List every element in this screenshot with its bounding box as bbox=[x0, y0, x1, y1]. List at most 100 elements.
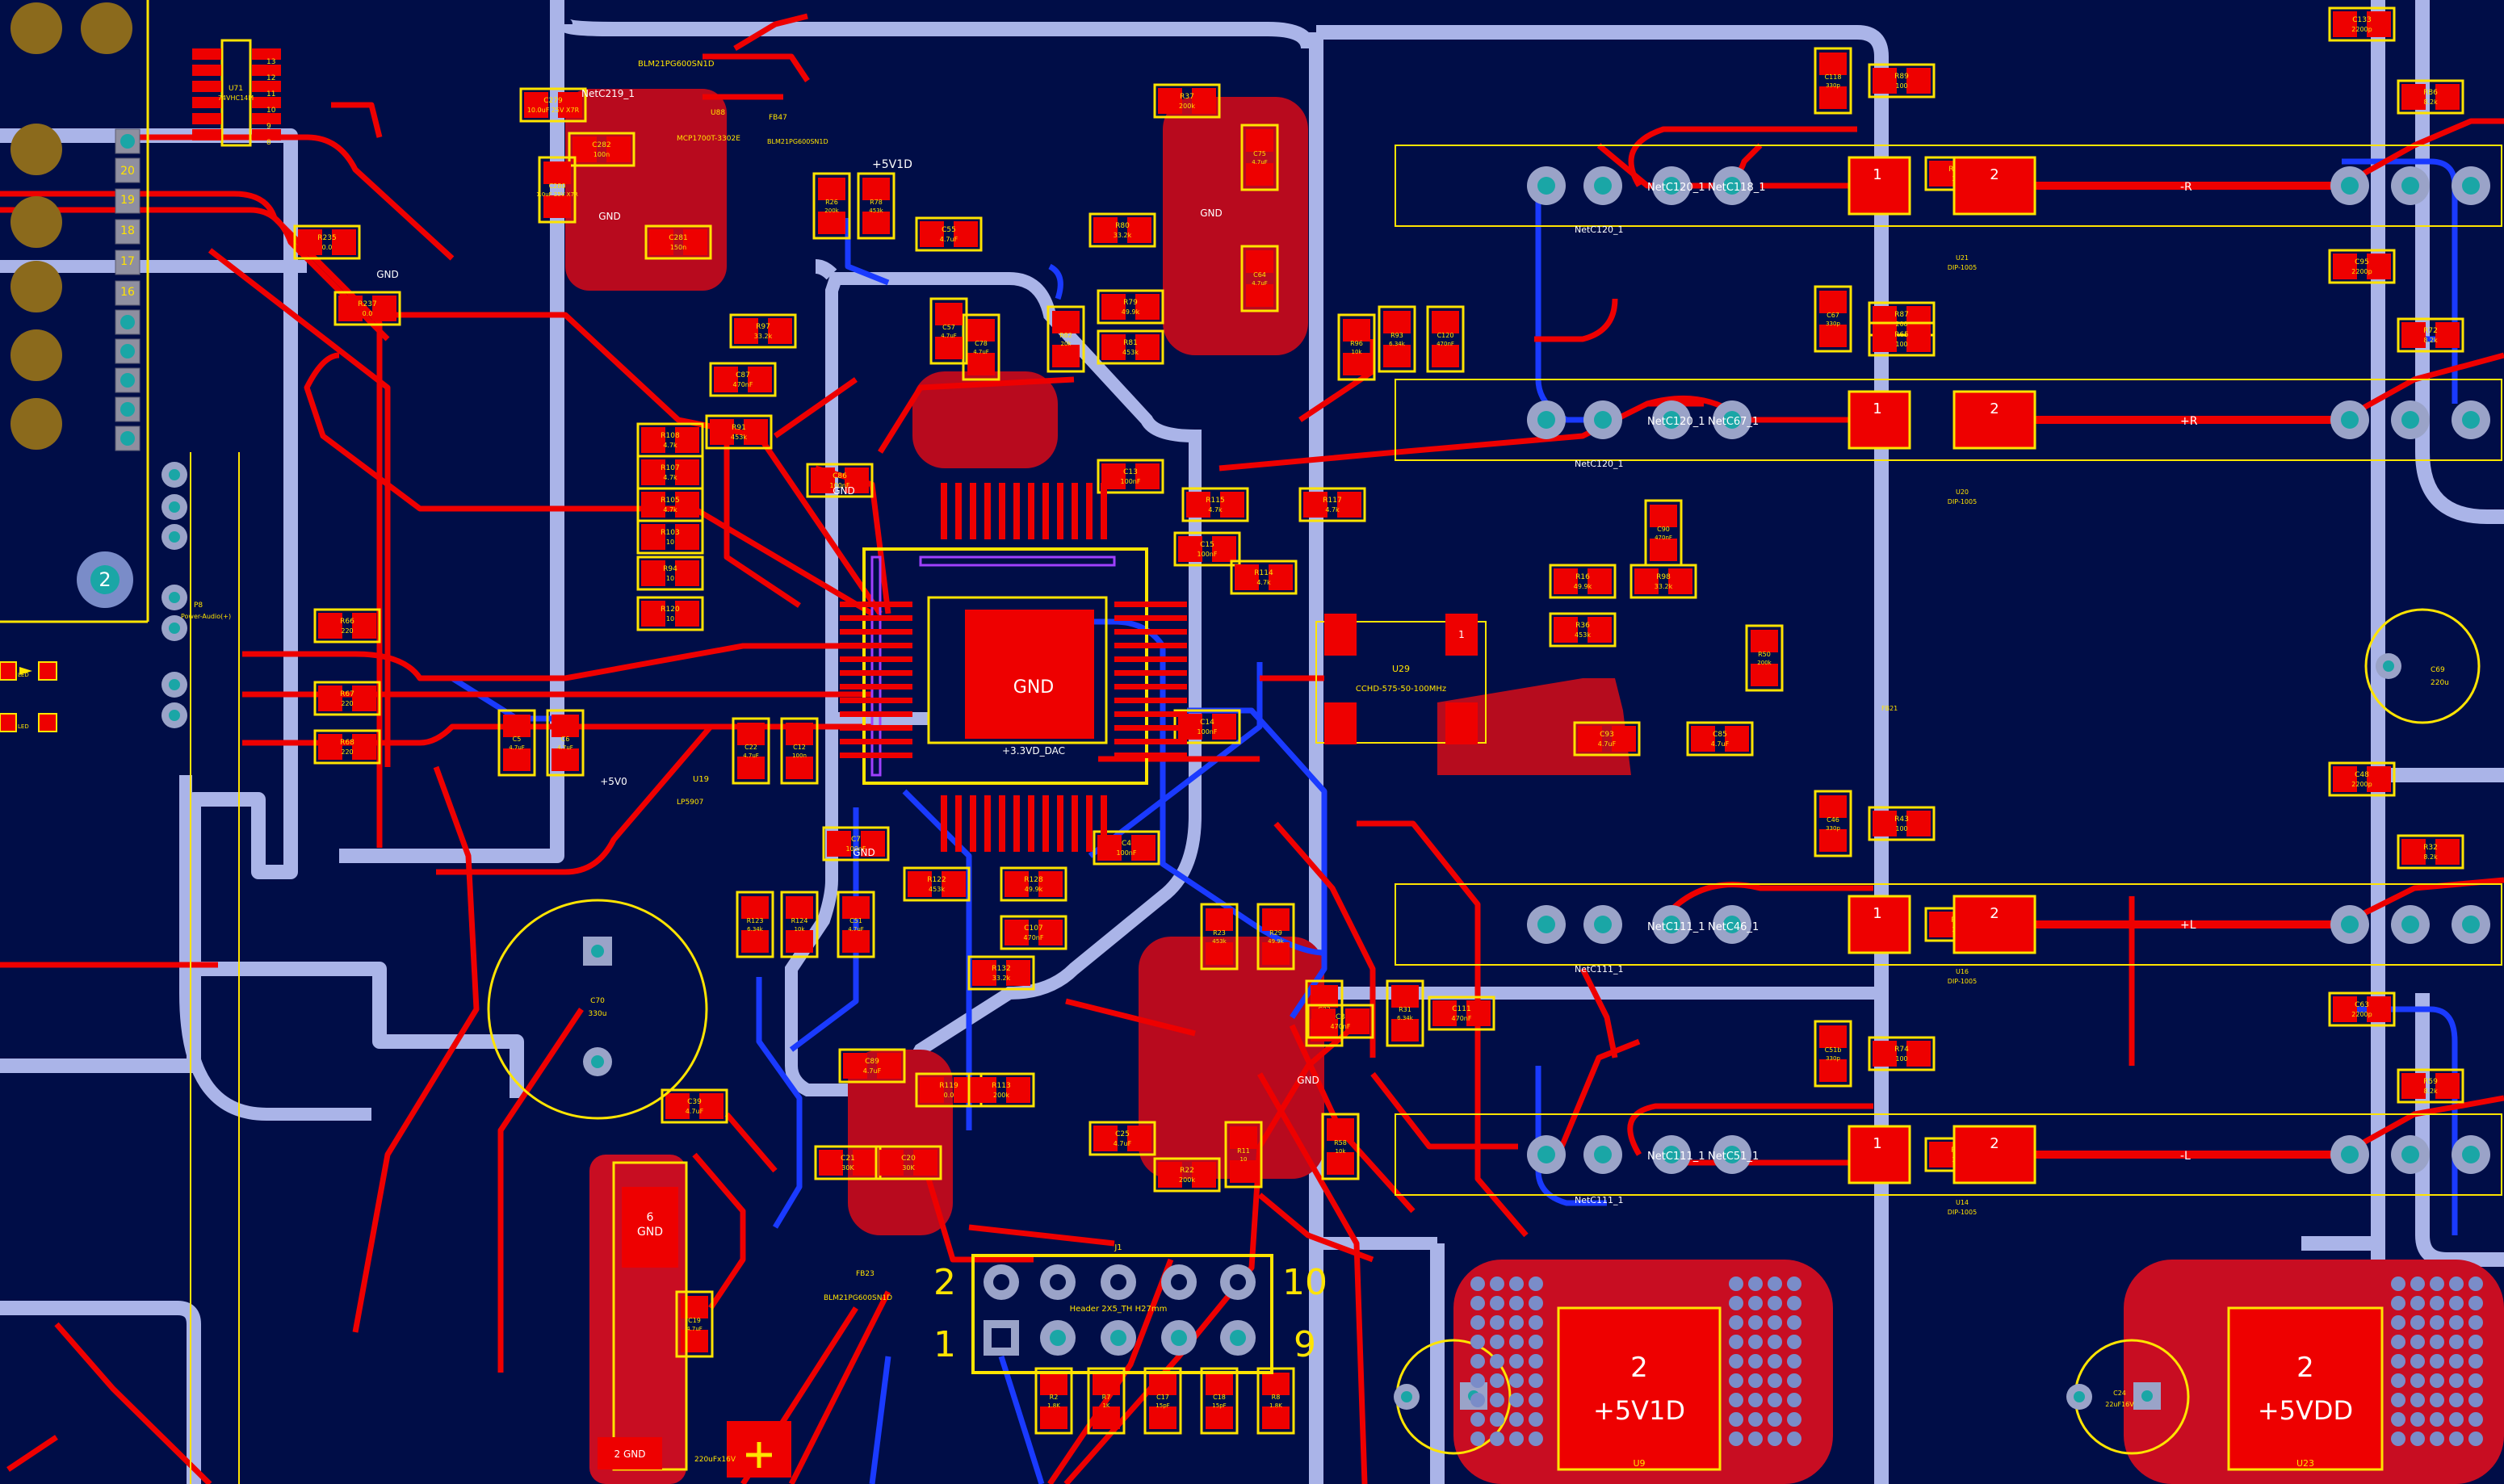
main-dac-ic bbox=[862, 547, 1148, 785]
smd-value: 4.7uF bbox=[686, 1108, 704, 1115]
thermal-via bbox=[1509, 1335, 1524, 1349]
thermal-via bbox=[1787, 1276, 1801, 1291]
smd-value: 4.7uF bbox=[509, 744, 525, 751]
thermal-via bbox=[1729, 1412, 1743, 1427]
smd-ref: R103 bbox=[661, 529, 679, 537]
smd-value: 20k bbox=[1061, 341, 1072, 347]
smd-ref: R122 bbox=[927, 876, 946, 884]
c70-value: 330u bbox=[589, 1010, 607, 1018]
smd-value: 100 bbox=[1895, 82, 1907, 90]
j1-pin-2-label: 2 bbox=[933, 1262, 956, 1303]
right-side-caps bbox=[487, 608, 2481, 1455]
thermal-via bbox=[2468, 1432, 2483, 1446]
thermal-via bbox=[2468, 1373, 2483, 1388]
smd-value: 10 bbox=[666, 539, 674, 546]
smd-value: 1.8K bbox=[1047, 1402, 1060, 1409]
smd-value: 453k bbox=[731, 434, 747, 441]
smd-ref: R82 bbox=[1059, 332, 1072, 339]
c69-designator: C69 bbox=[2431, 666, 2445, 674]
smd-value: 4.7uF bbox=[973, 349, 989, 355]
smd-value: 10 bbox=[1240, 1156, 1248, 1163]
smd-ref: R74 bbox=[1894, 1046, 1909, 1054]
p8-header-pins bbox=[161, 452, 240, 1484]
c24-designator: C24 bbox=[2113, 1390, 2126, 1397]
smd-value: 100nF bbox=[1197, 728, 1218, 736]
smd-value: 4.7k bbox=[1256, 579, 1271, 586]
smd-ref: C48 bbox=[2355, 771, 2369, 779]
smd-ref: C95 bbox=[2355, 258, 2369, 266]
thermal-via bbox=[1768, 1432, 1782, 1446]
pad-gnd-d: GND bbox=[833, 485, 855, 497]
qfn-pin-bottom bbox=[941, 795, 947, 852]
fb-top-part: BLM21PG600SN1D bbox=[638, 60, 715, 69]
smd-ref: C51b bbox=[1825, 1046, 1842, 1054]
smd-ref: R89 bbox=[1894, 73, 1909, 81]
smd-ref: C7 bbox=[851, 836, 861, 844]
smd-value: 10k bbox=[795, 926, 806, 933]
smd-value: 33.2k bbox=[754, 333, 773, 340]
smd-c6: C64.7uF bbox=[546, 709, 585, 777]
smd-ref: R115 bbox=[1206, 497, 1224, 505]
smd-ref: R36 bbox=[1575, 622, 1590, 630]
smd-value: 1K bbox=[1102, 1402, 1109, 1409]
thermal-via bbox=[1748, 1335, 1763, 1349]
j1-pin-1-label: 1 bbox=[933, 1324, 956, 1365]
opamp-pin-2: 2 bbox=[1990, 166, 1999, 183]
smd-value: 4.7k bbox=[663, 506, 677, 514]
thermal-via bbox=[1490, 1315, 1504, 1330]
smd-value: 453k bbox=[869, 208, 883, 214]
smd-ref: C279 bbox=[543, 97, 563, 105]
thermal-via bbox=[2410, 1432, 2425, 1446]
c69-value: 220u bbox=[2431, 679, 2449, 687]
smd-ref: C4 bbox=[1122, 840, 1131, 848]
thermal-via bbox=[2449, 1296, 2464, 1310]
smd-ref: C133 bbox=[2352, 16, 2371, 24]
smd-value: 150n bbox=[670, 244, 686, 251]
smd-value: 1.8K bbox=[1269, 1402, 1282, 1409]
net-label-c67: NetC67_1 bbox=[1708, 416, 1759, 428]
smd-value: 4.7k bbox=[1208, 506, 1223, 514]
smd-value: 330p bbox=[1826, 1055, 1840, 1062]
smd-ref: C78 bbox=[975, 340, 988, 347]
u21-designator: U21 bbox=[1956, 254, 1969, 262]
smd-ref: C3 bbox=[1336, 1013, 1345, 1021]
thermal-via bbox=[1768, 1354, 1782, 1369]
thermal-via bbox=[1529, 1412, 1543, 1427]
j1-part: Header 2X5_TH H27mm bbox=[1070, 1305, 1168, 1314]
u20-package: DIP-1005 bbox=[1948, 498, 1977, 505]
thermal-via bbox=[1470, 1354, 1485, 1369]
opamp-pin-2: 2 bbox=[1990, 905, 1999, 922]
thermal-via bbox=[2430, 1373, 2444, 1388]
smd-ref: R114 bbox=[1254, 569, 1273, 577]
smd-ref: C6 bbox=[561, 736, 570, 743]
thermal-via bbox=[2391, 1432, 2405, 1446]
smd-ref: C46 bbox=[1827, 816, 1839, 824]
smd-ref: R94 bbox=[663, 565, 677, 573]
u23-tab-number: 2 bbox=[2296, 1352, 2314, 1384]
smd-c5: C54.7uF bbox=[497, 709, 536, 777]
u88-part: MCP1700T-3302E bbox=[677, 135, 740, 143]
smd-ref: C18 bbox=[1213, 1394, 1226, 1401]
smd-r8: R81.8K bbox=[1256, 1367, 1295, 1435]
thermal-via bbox=[2410, 1315, 2425, 1330]
smd-value: 2200p bbox=[2351, 1011, 2372, 1018]
u9-tab-number: 2 bbox=[1630, 1352, 1648, 1384]
qfn-pin-left bbox=[840, 725, 912, 731]
